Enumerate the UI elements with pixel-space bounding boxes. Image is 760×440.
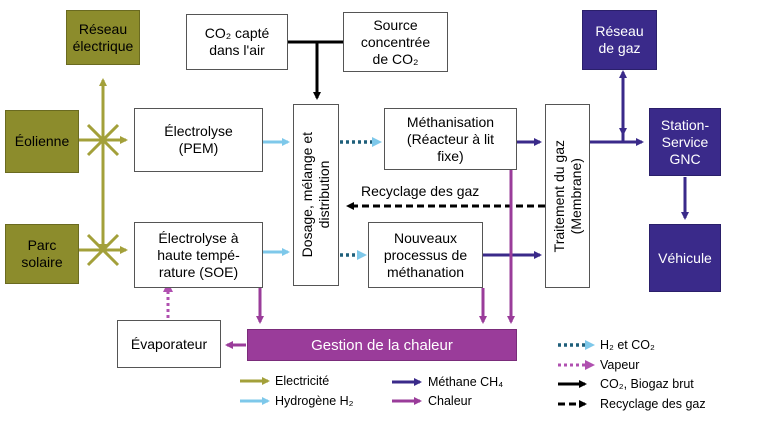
legend-lines (240, 377, 587, 405)
co2-lines (288, 40, 343, 100)
legend-electricite: Electricité (275, 374, 330, 388)
legend-co2-biogaz: CO₂, Biogaz brut (600, 377, 694, 391)
legend-h2-co2: H₂ et CO₂ (600, 338, 655, 352)
traitement-text: Traitement du gaz(Membrane) (551, 140, 585, 252)
eolienne-text: Éolienne (15, 133, 70, 150)
gestion-chaleur-text: Gestion de la chaleur (311, 337, 453, 354)
electrolyse-pem-box: Électrolyse(PEM) (134, 108, 263, 172)
station-line-3: GNC (669, 150, 701, 167)
reseau-gaz-line-1: Réseau (595, 23, 644, 39)
legend-recyclage: Recyclage des gaz (600, 397, 706, 411)
recycling-lines (346, 202, 587, 408)
parc-solaire-line-1: Parc (27, 237, 57, 253)
steam-lines (166, 290, 585, 367)
evaporateur-text: Évaporateur (131, 336, 207, 353)
legend-hydrogene: Hydrogène H₂ (275, 394, 354, 408)
dosage-line-2: distribution (316, 161, 332, 229)
co2-air-line-1: CO₂ capté (204, 25, 270, 41)
vehicule-text: Véhicule (658, 250, 712, 267)
electrolyse-pem-line-1: Électrolyse (164, 123, 233, 139)
recyclage-label: Recyclage des gaz (361, 183, 480, 199)
reseau-electrique-line-2: électrique (72, 37, 134, 54)
dosage-line-1: Dosage, mélange et (299, 132, 315, 258)
gestion-chaleur-box: Gestion de la chaleur (247, 329, 517, 361)
chaleur-line-1: Gestion de la chaleur (311, 336, 453, 354)
h2-co2-lines (340, 140, 585, 347)
station-line-2: Service (661, 133, 709, 150)
legend-vapeur: Vapeur (600, 358, 640, 372)
electrolyse-pem-line-2: (PEM) (178, 140, 219, 156)
methanisation-line-1: Méthanisation (406, 113, 495, 130)
electrolyse-soe-line-1: Électrolyse à (158, 229, 239, 246)
eolienne-line-1: Éolienne (14, 133, 70, 149)
h2-co2-heads (357, 137, 595, 350)
source-co2-line-2: concentrée (360, 33, 431, 50)
legend-methane: Méthane CH₄ (428, 375, 504, 389)
traitement-line-1: Traitement du gaz (550, 139, 567, 253)
co2-air-line-2: dans l'air (209, 42, 265, 58)
nouveaux-line-2: processus de (383, 246, 468, 263)
hydrogen-lines (263, 138, 290, 256)
source-co2-line-1: Source (373, 16, 418, 33)
eolienne-box: Éolienne (5, 110, 79, 173)
reseau-gaz-line-2: de gaz (598, 40, 641, 56)
methanisation-line-3: fixe) (437, 147, 464, 164)
heat-lines (225, 170, 515, 405)
vehicule-line-1: Véhicule (658, 249, 712, 266)
evaporateur-line-1: Évaporateur (130, 335, 208, 352)
legend-chaleur: Chaleur (428, 394, 472, 408)
electricity-lines (78, 78, 128, 267)
methanisation-line-2: (Réacteur à lit (406, 130, 495, 147)
vehicule-box: Véhicule (649, 224, 721, 292)
electrolyse-pem-text: Électrolyse(PEM) (164, 123, 232, 157)
traitement-line-2: (Membrane) (567, 157, 584, 235)
nouveaux-line-1: Nouveaux (393, 229, 458, 246)
evaporateur-box: Évaporateur (117, 320, 221, 368)
electrolyse-soe-line-3: rature (SOE) (158, 263, 239, 280)
traitement-box: Traitement du gaz(Membrane) (545, 104, 590, 288)
nouveaux-line-3: méthanation (386, 263, 465, 280)
station-line-1: Station- (660, 116, 710, 133)
methane-lines (392, 70, 689, 386)
electrolyse-soe-line-2: haute tempé- (157, 246, 240, 263)
reseau-electrique-line-1: Réseau (78, 20, 128, 37)
parc-solaire-line-2: solaire (21, 254, 63, 270)
source-co2-line-3: de CO₂ (372, 50, 419, 67)
